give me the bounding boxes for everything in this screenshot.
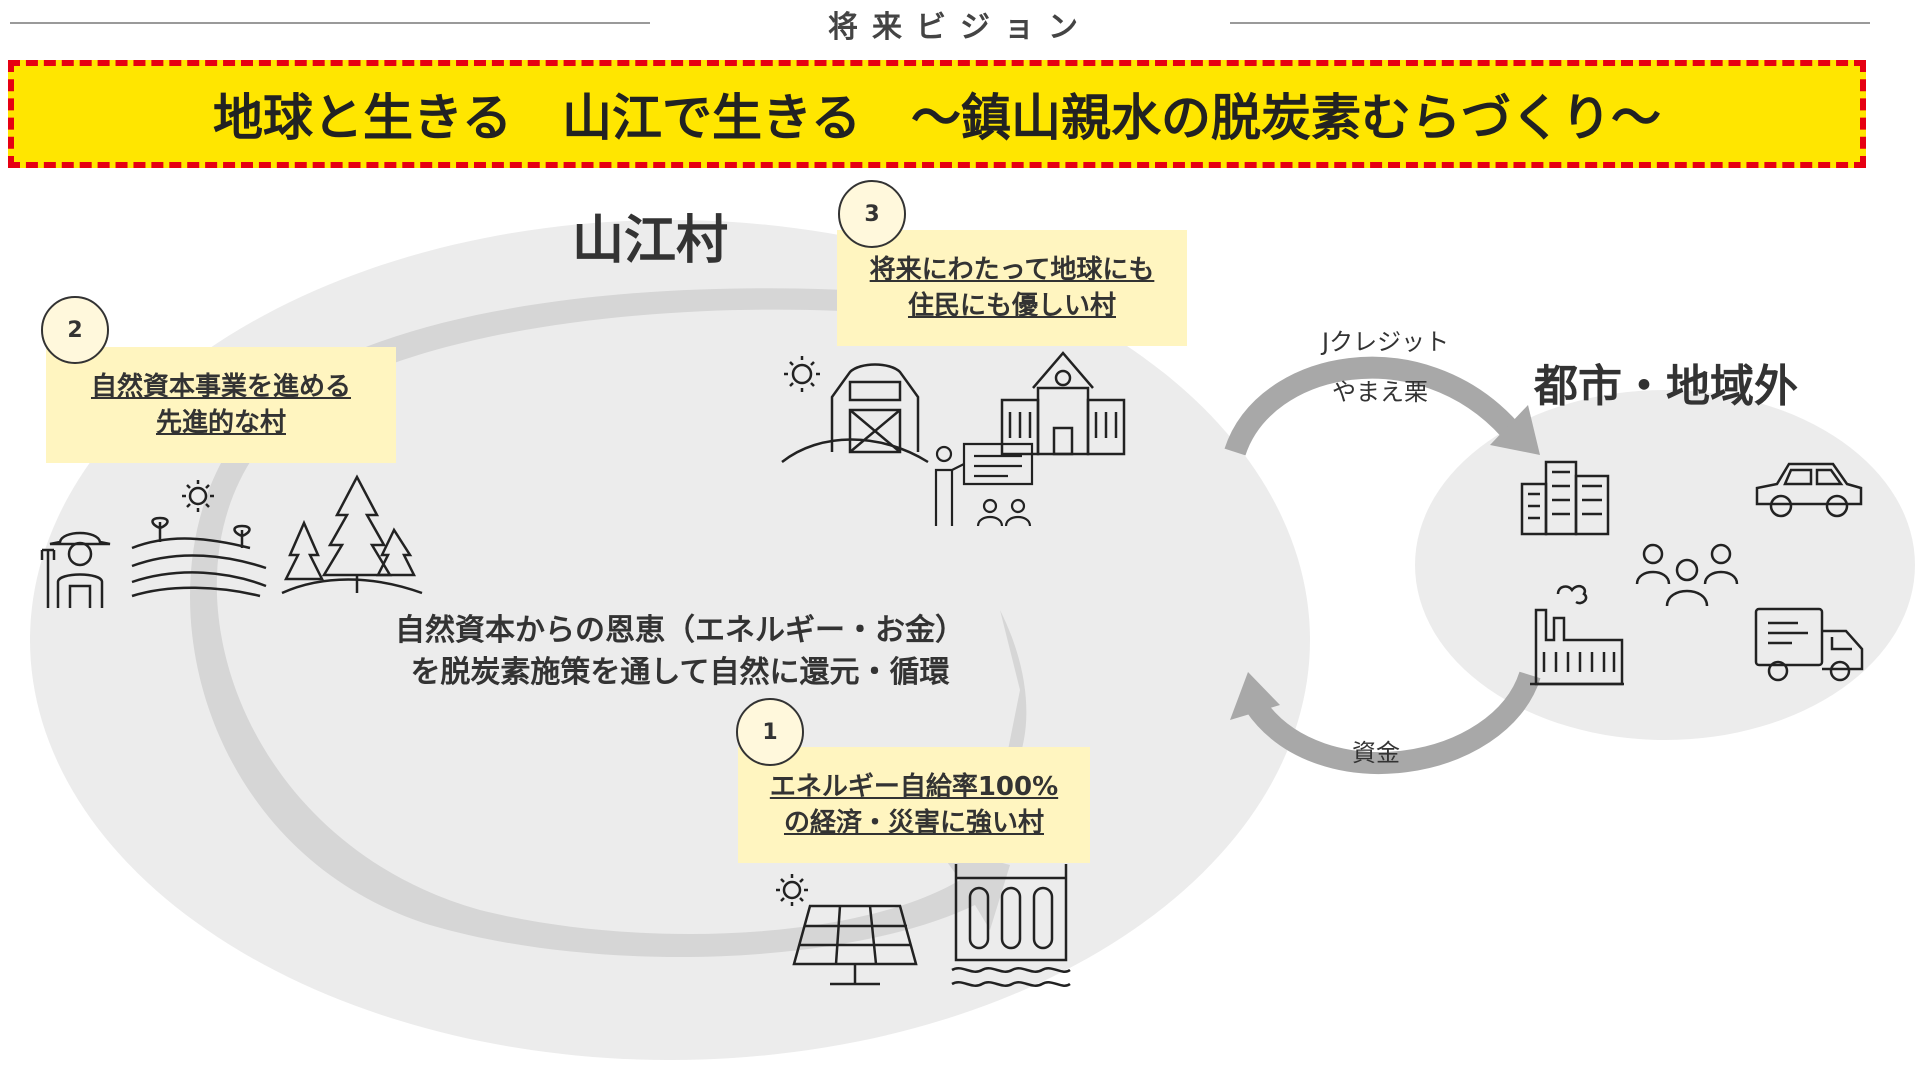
pillar-2-note: 自然資本事業を進める 先進的な村 xyxy=(46,347,396,463)
flow-arrow-in-head xyxy=(1230,672,1280,720)
flow-label-jcredit: Jクレジット xyxy=(1322,328,1450,356)
presenter-icon xyxy=(928,440,1038,530)
farmer-icon xyxy=(40,520,120,610)
cycle-description-line1: 自然資本からの恩恵（エネルギー・お金） xyxy=(395,613,965,648)
barn-icon xyxy=(780,352,930,467)
vision-banner: 地球と生きる 山江で生きる ～鎮山親水の脱炭素むらづくり～ xyxy=(8,60,1866,168)
buildings-icon xyxy=(1518,458,1613,536)
banner-text: 地球と生きる 山江で生きる ～鎮山親水の脱炭素むらづくり～ xyxy=(213,89,1661,147)
vision-line-left xyxy=(10,22,650,24)
flow-arrow-out-head xyxy=(1490,405,1540,455)
people-icon xyxy=(1635,540,1740,610)
trees-icon xyxy=(282,475,422,595)
pillar-3-note: 将来にわたって地球にも 住民にも優しい村 xyxy=(837,230,1187,346)
pillar-3-line1: 将来にわたって地球にも xyxy=(869,255,1155,285)
village-title: 山江村 xyxy=(572,211,729,271)
flow-arrow-in xyxy=(1245,671,1541,774)
flow-label-chestnut: やまえ栗 xyxy=(1332,378,1428,406)
flow-arrow-out xyxy=(1224,356,1519,456)
pillar-3-number: 3 xyxy=(838,180,906,248)
pillar-1-number: 1 xyxy=(736,698,804,766)
city-ellipse xyxy=(1415,390,1915,740)
pillar-1-note: エネルギー自給率100% の経済・災害に強い村 xyxy=(738,747,1090,863)
pillar-1-line2: の経済・災害に強い村 xyxy=(783,808,1044,838)
flow-label-funds: 資金 xyxy=(1352,739,1400,767)
vision-line-right xyxy=(1230,22,1870,24)
pillar-2-line1: 自然資本事業を進める xyxy=(90,372,351,402)
pillar-1-line1: エネルギー自給率100% xyxy=(769,772,1059,802)
truck-icon xyxy=(1752,605,1867,687)
city-title: 都市・地域外 xyxy=(1534,361,1798,412)
pillar-3-line2: 住民にも優しい村 xyxy=(907,291,1116,321)
pillar-2-number: 2 xyxy=(41,296,109,364)
cycle-description: 自然資本からの恩恵（エネルギー・お金） を脱炭素施策を通して自然に還元・循環 xyxy=(380,610,980,694)
cycle-description-line2: を脱炭素施策を通して自然に還元・循環 xyxy=(410,655,950,690)
factory-icon xyxy=(1528,580,1626,690)
sun-icon xyxy=(793,365,811,383)
sun-icon xyxy=(784,882,800,898)
dam-icon xyxy=(950,862,1072,992)
fields-icon xyxy=(130,478,270,598)
pillar-2-line2: 先進的な村 xyxy=(155,408,286,438)
cycle-arrow-inner xyxy=(1000,610,1027,790)
car-icon xyxy=(1753,460,1865,522)
vision-title: 将来ビジョン xyxy=(828,10,1092,45)
solar-panel-icon xyxy=(770,868,920,990)
school-icon xyxy=(998,348,1128,458)
sun-icon xyxy=(190,488,206,504)
